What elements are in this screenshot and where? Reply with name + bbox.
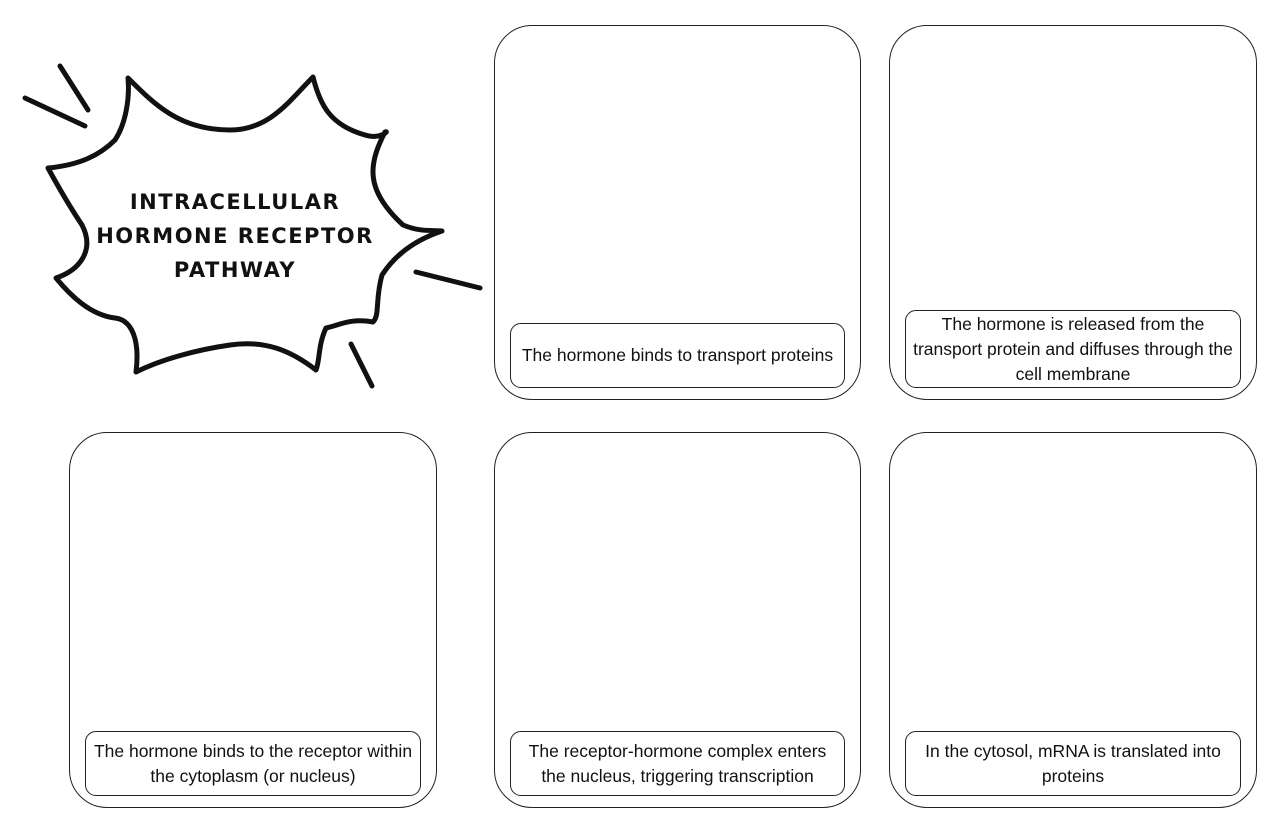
title-burst-icon (22, 63, 483, 389)
storyboard-panel-4: The receptor-hormone complex enters the … (494, 432, 861, 808)
panel-caption: The receptor-hormone complex enters the … (510, 731, 845, 796)
storyboard-panel-5: In the cytosol, mRNA is translated into … (889, 432, 1257, 808)
storyboard-panel-3: The hormone binds to the receptor within… (69, 432, 437, 808)
title-line: HORMONE RECEPTOR (96, 224, 374, 248)
panel-caption: In the cytosol, mRNA is translated into … (905, 731, 1241, 796)
storyboard-panel-2: The hormone is released from the transpo… (889, 25, 1257, 400)
panel-caption: The hormone is released from the transpo… (905, 310, 1241, 388)
title-line: INTRACELLULAR (129, 190, 341, 214)
title-line: PATHWAY (173, 258, 297, 282)
panel-caption: The hormone binds to the receptor within… (85, 731, 421, 796)
panel-caption: The hormone binds to transport proteins (510, 323, 845, 388)
storyboard-panel-1: The hormone binds to transport proteins (494, 25, 861, 400)
page-title: INTRACELLULAR HORMONE RECEPTOR PATHWAY (75, 185, 395, 287)
